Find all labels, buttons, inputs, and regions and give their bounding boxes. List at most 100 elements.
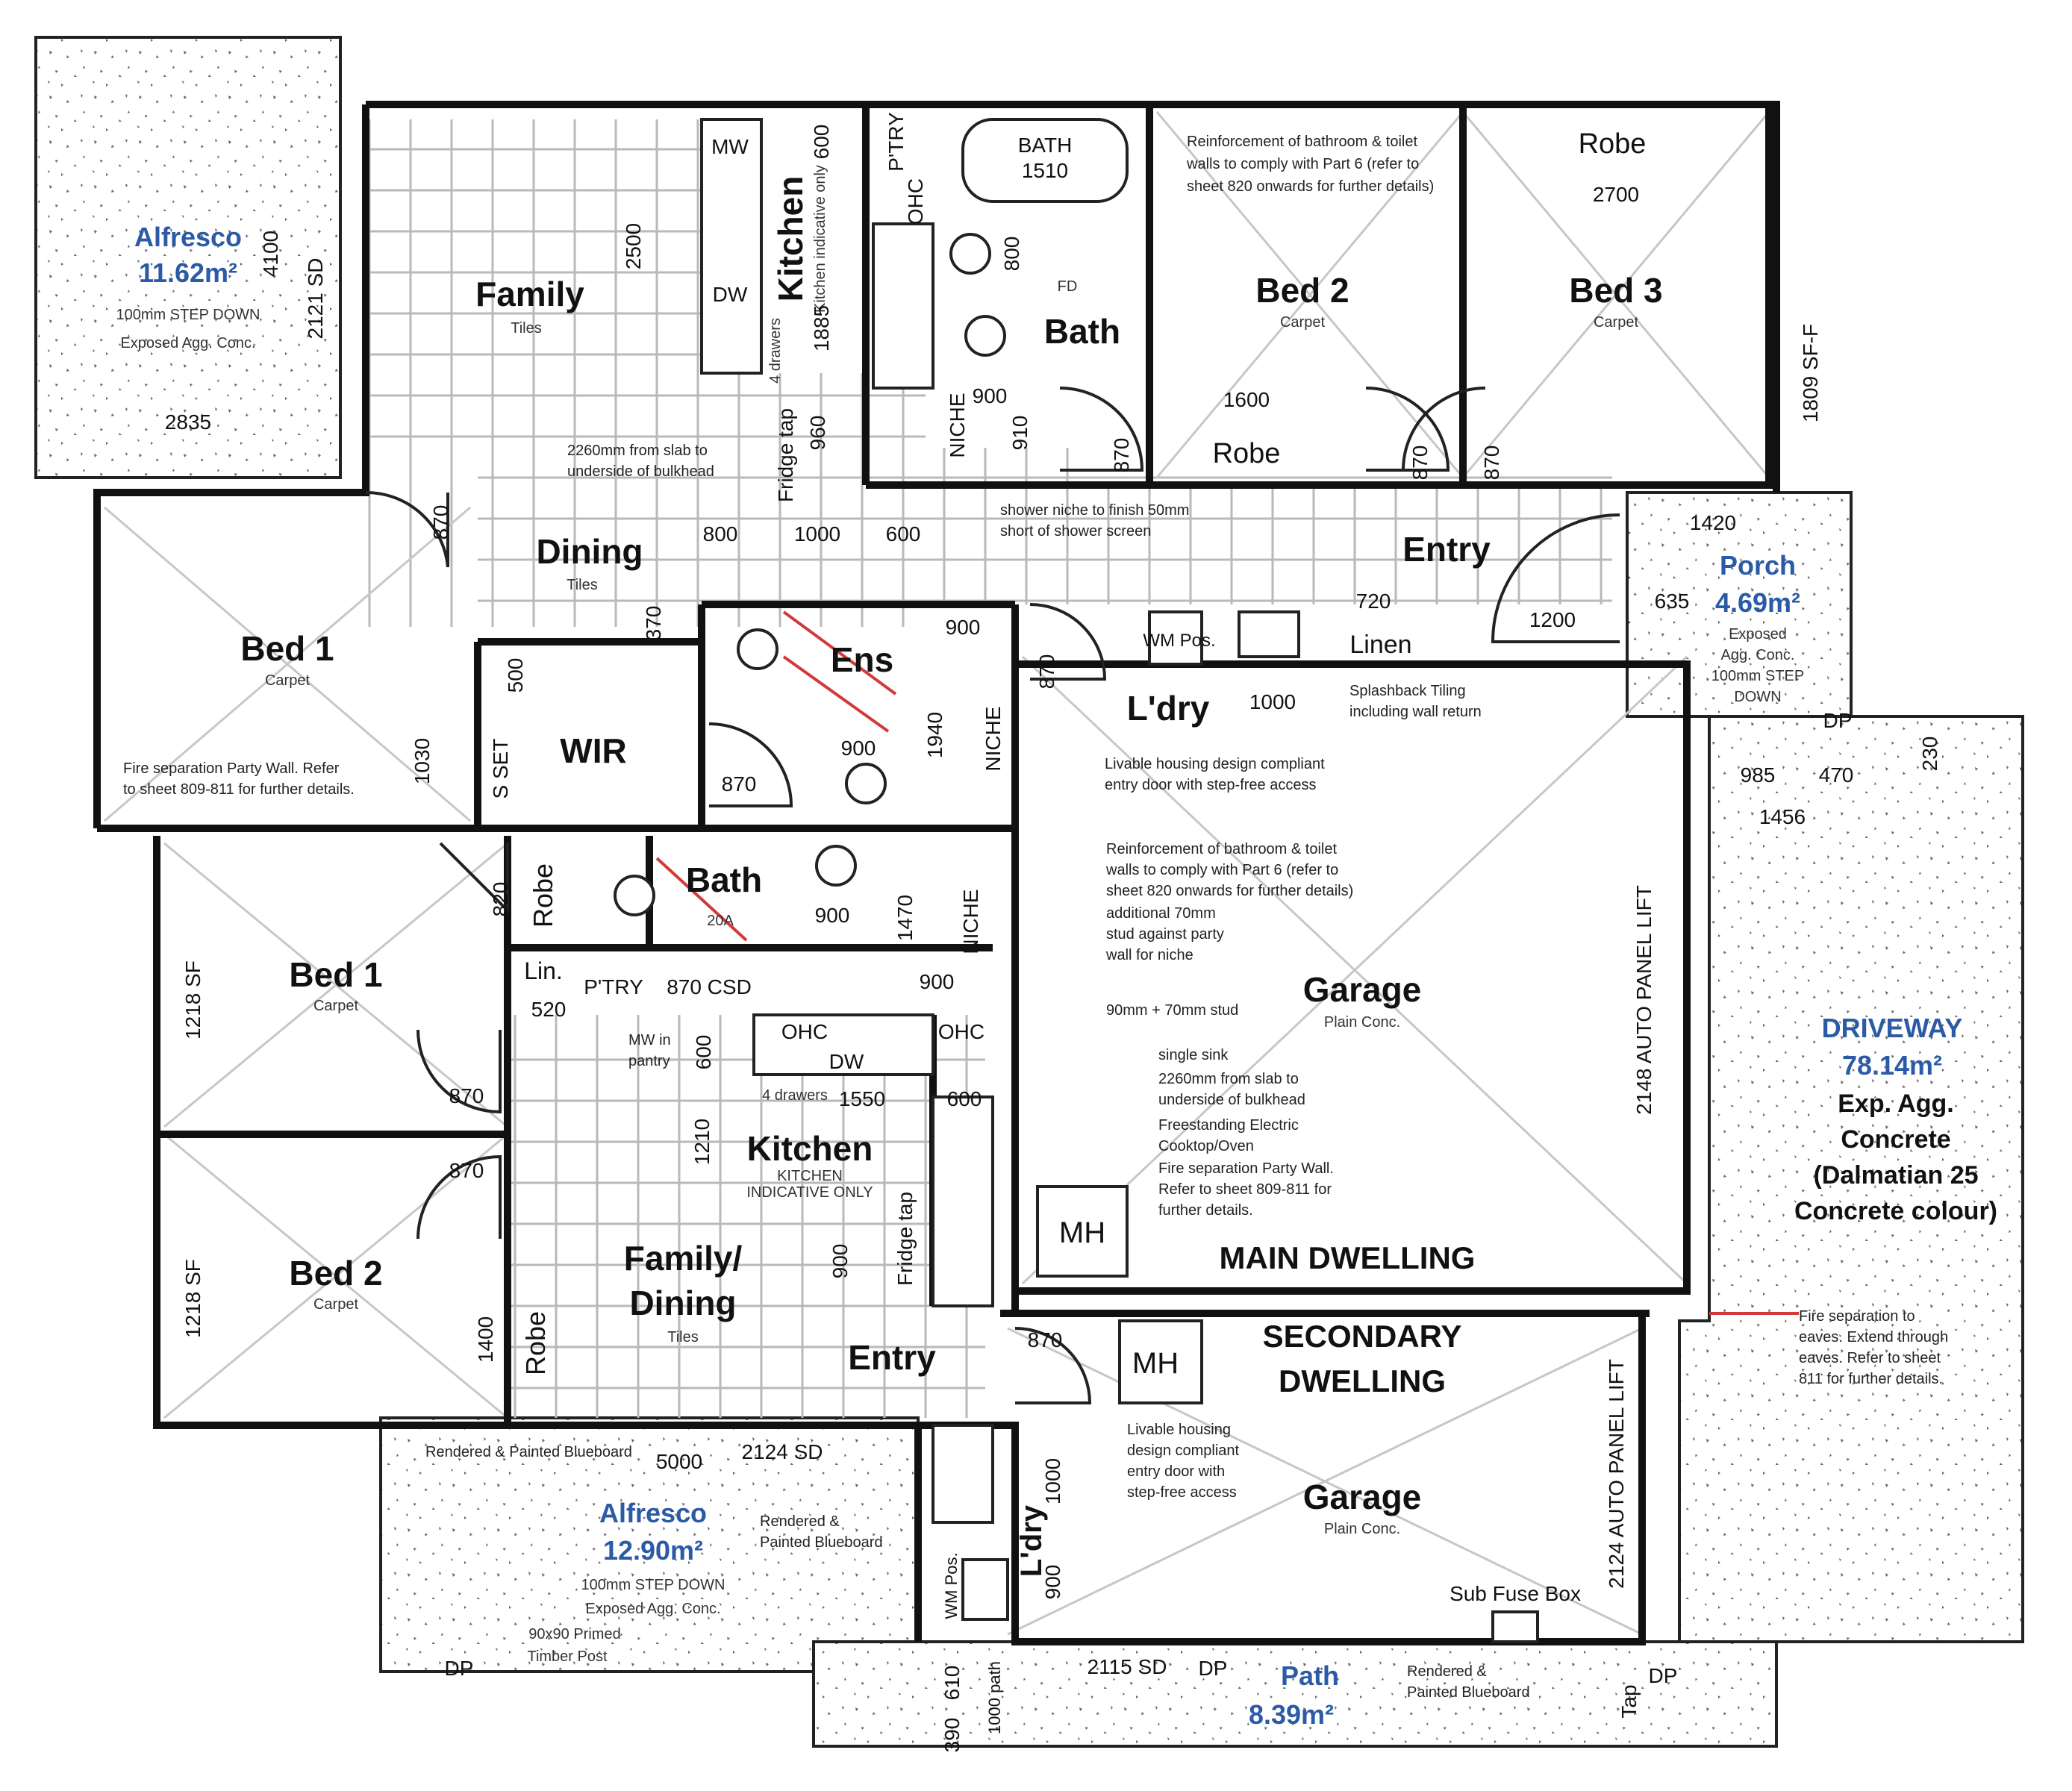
- note-reinforce-sec-6: wall for niche: [1105, 947, 1193, 963]
- bath-main-niche: NICHE: [946, 393, 969, 457]
- note-reinforce-top-2: walls to comply with Part 6 (refer to: [1186, 156, 1419, 172]
- note-reinforce-sec-1: Reinforcement of bathroom & toilet: [1106, 841, 1337, 857]
- bed2-secondary-sf: 1218 SF: [181, 1259, 205, 1338]
- note-rendered-2a: Rendered &: [760, 1513, 840, 1530]
- dining-dim-370: 370: [642, 606, 665, 641]
- garage-secondary-floor: Plain Conc.: [1324, 1521, 1400, 1537]
- lin-secondary-label: Lin.: [524, 957, 563, 984]
- laundry-secondary-dim-1000: 1000: [1041, 1458, 1064, 1504]
- alfresco-secondary-dp: DP: [445, 1657, 474, 1680]
- garage-secondary-mh: MH: [1132, 1347, 1179, 1380]
- kitchen-secondary-dim-900: 900: [829, 1244, 852, 1279]
- bed1-main-door: 870: [429, 505, 452, 540]
- garage-main-floor: Plain Conc.: [1324, 1014, 1400, 1031]
- dim-520: 520: [531, 998, 567, 1021]
- alfresco-main-area: [34, 36, 342, 479]
- kitchen-dim-1885: 1885: [810, 305, 833, 351]
- alfresco-main-sd: 2121 SD: [304, 258, 327, 340]
- kitchen-secondary-fridge: Fridge tap: [893, 1192, 917, 1286]
- driveway-line3: (Dalmatian 25: [1813, 1161, 1978, 1190]
- family-dim: 2500: [622, 223, 645, 269]
- alfresco-secondary-post1: 90x90 Primed: [528, 1626, 620, 1642]
- alfresco-secondary-name: Alfresco: [599, 1498, 707, 1528]
- dining-floor: Tiles: [567, 577, 597, 593]
- porch-label: Porch: [1720, 550, 1796, 581]
- linen-label: Linen: [1349, 631, 1411, 659]
- family-floor: Tiles: [511, 320, 541, 337]
- bed2-main-floor: Carpet: [1280, 314, 1325, 331]
- laundry-secondary-wm: WM Pos.: [942, 1552, 961, 1619]
- bath-secondary-cap: 20A: [707, 913, 734, 929]
- garage-main-door: 2148 AUTO PANEL LIFT: [1632, 885, 1656, 1115]
- bed3-main-label: Bed 3: [1569, 271, 1662, 310]
- driveway-area-text: 78.14m²: [1842, 1050, 1942, 1081]
- porch-dim-635: 635: [1655, 590, 1690, 613]
- bath-main-dim-910: 910: [1008, 416, 1032, 451]
- alfresco-main-dim-w: 2835: [165, 410, 211, 434]
- kitchen-dim-600: 600: [810, 125, 833, 160]
- note-rendered-3b: Painted Blueboard: [1407, 1684, 1530, 1701]
- note-fire-eaves-3: eaves. Refer to sheet: [1799, 1350, 1941, 1366]
- bed1-main-dim-1030: 1030: [411, 738, 434, 784]
- garage-main-label: Garage: [1303, 970, 1422, 1009]
- bath-main-fd: FD: [1058, 278, 1078, 295]
- note-rendered-3a: Rendered &: [1407, 1663, 1487, 1680]
- note-livable-main-2: entry door with step-free access: [1105, 777, 1316, 793]
- wir-sset: S SET: [489, 739, 512, 799]
- alfresco-secondary-dim-5000: 5000: [656, 1450, 702, 1473]
- laundry-main-door: 870: [1035, 654, 1058, 690]
- garage-main-mh: MH: [1059, 1216, 1105, 1249]
- alfresco-secondary-post2: Timber Post: [527, 1648, 608, 1665]
- kitchen-secondary-dim-1210: 1210: [690, 1119, 714, 1165]
- alfresco-main-name: Alfresco: [134, 222, 242, 252]
- bed2-secondary-floor: Carpet: [313, 1296, 358, 1313]
- bed1-secondary-door: 870: [449, 1084, 484, 1107]
- main-dwelling-label: MAIN DWELLING: [1220, 1240, 1476, 1275]
- porch-area-text: 4.69m²: [1715, 587, 1800, 618]
- note-shower-niche-1: shower niche to finish 50mm: [1000, 502, 1189, 519]
- kitchen-mw: MW: [711, 135, 749, 158]
- doors: [365, 387, 1620, 1404]
- path-dim-1000: 1000 path: [985, 1661, 1004, 1734]
- dining-dim-600: 600: [886, 522, 921, 546]
- dining-label: Dining: [536, 532, 643, 571]
- note-mw-pantry-1: MW in: [628, 1032, 671, 1048]
- bath-main-bath-label: BATH: [1018, 134, 1073, 157]
- ens-niche: NICHE: [982, 706, 1005, 771]
- driveway-line4: Concrete colour): [1794, 1197, 1997, 1225]
- kitchen-secondary-sub1: KITCHEN: [777, 1168, 843, 1184]
- note-livable-sec-3: entry door with: [1127, 1463, 1225, 1480]
- bed1-secondary-floor: Carpet: [313, 998, 358, 1014]
- kitchen-drawers: 4 drawers: [767, 318, 784, 384]
- garage-secondary-label: Garage: [1303, 1478, 1422, 1516]
- dining-dim-800: 800: [703, 522, 738, 546]
- note-splashback-1: Splashback Tiling: [1349, 683, 1466, 699]
- robe-secondary-label: Robe: [528, 863, 558, 928]
- family-secondary-floor: Tiles: [667, 1329, 698, 1345]
- ens-dim-1940: 1940: [923, 712, 946, 758]
- driveway-dp: DP: [1823, 709, 1853, 732]
- laundry-main-wm: WM Pos.: [1143, 631, 1215, 651]
- note-fire-eaves-2: eaves. Extend through: [1799, 1329, 1948, 1345]
- kitchen-secondary-dim-600b: 600: [947, 1087, 982, 1110]
- driveway-dim-985: 985: [1741, 763, 1776, 787]
- bed1-main-floor: Carpet: [265, 672, 310, 689]
- alfresco-secondary-sd: 2124 SD: [742, 1440, 823, 1463]
- note-reinforce-top-3: sheet 820 onwards for further details): [1187, 178, 1434, 195]
- note-bulkhead-sec-2: underside of bulkhead: [1158, 1092, 1305, 1108]
- bed2-secondary-robe-dim: 1400: [474, 1316, 497, 1363]
- laundry-main-label: L'dry: [1127, 689, 1210, 728]
- bath-secondary-niche: NICHE: [959, 889, 982, 954]
- kitchen-main-sub: Kitchen indicative only: [812, 165, 829, 313]
- path-label: Path: [1281, 1660, 1339, 1691]
- tile-grid-main: [366, 119, 1612, 627]
- note-cooktop-2: Cooktop/Oven: [1158, 1138, 1254, 1154]
- wir-dim-500: 500: [504, 658, 527, 693]
- alfresco-main-note1: 100mm STEP DOWN: [116, 307, 260, 323]
- note-fire-party-sec-2: Refer to sheet 809-811 for: [1158, 1181, 1332, 1198]
- entry-secondary-label: Entry: [848, 1338, 936, 1377]
- note-livable-sec-1: Livable housing: [1127, 1422, 1231, 1438]
- driveway-dim-1456: 1456: [1759, 805, 1806, 828]
- note-cooktop-1: Freestanding Electric: [1158, 1117, 1299, 1134]
- kitchen-secondary-label: Kitchen: [747, 1129, 873, 1168]
